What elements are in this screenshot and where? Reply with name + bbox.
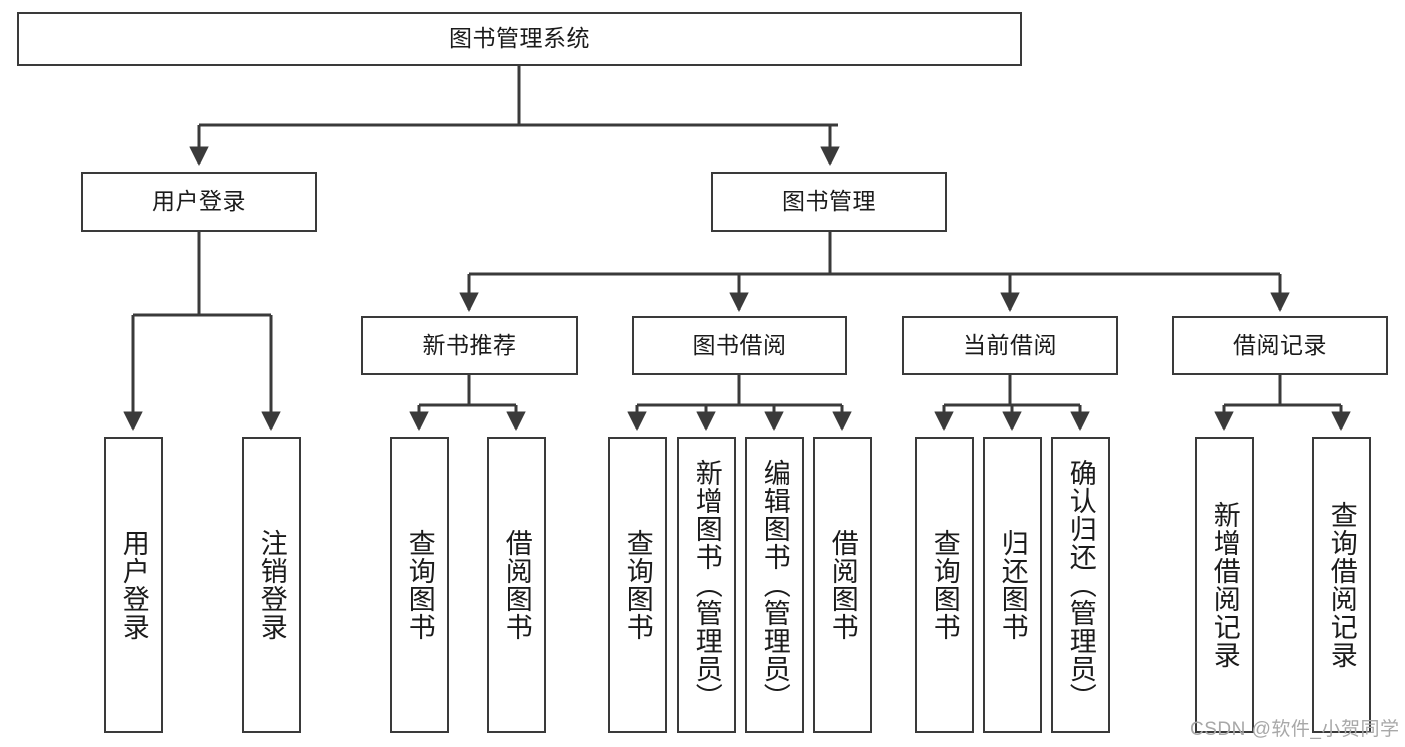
leaf-current-query-book[interactable]: 查询图书 [915,437,974,733]
node-label: 新增图书（管理员） [691,459,722,711]
node-label: 图书借阅 [692,331,787,358]
leaf-borrow-edit-book-admin[interactable]: 编辑图书（管理员） [745,437,804,733]
node-root-library-system[interactable]: 图书管理系统 [17,12,1022,66]
node-book-borrow[interactable]: 图书借阅 [632,316,847,375]
node-label: 确认归还（管理员） [1065,459,1096,711]
node-label: 新增借阅记录 [1209,501,1240,669]
node-label: 借阅图书 [827,529,858,641]
node-label: 编辑图书（管理员） [759,459,790,711]
node-label: 查询图书 [622,529,653,641]
node-label: 借阅记录 [1233,331,1327,358]
leaf-record-add[interactable]: 新增借阅记录 [1195,437,1254,733]
node-label: 图书管理 [782,188,876,215]
node-label: 查询图书 [929,529,960,641]
node-label: 查询图书 [404,529,435,641]
node-user-login[interactable]: 用户登录 [81,172,317,232]
node-label: 新书推荐 [422,331,517,358]
csdn-watermark: CSDN @软件_小贺同学 [1190,719,1400,740]
leaf-borrow-query-book[interactable]: 查询图书 [608,437,667,733]
node-label: 借阅图书 [501,529,532,641]
leaf-user-login-logout[interactable]: 注销登录 [242,437,301,733]
leaf-new-book-query[interactable]: 查询图书 [390,437,449,733]
leaf-borrow-add-book-admin[interactable]: 新增图书（管理员） [677,437,736,733]
node-borrow-record[interactable]: 借阅记录 [1172,316,1388,375]
leaf-current-confirm-return-admin[interactable]: 确认归还（管理员） [1051,437,1110,733]
node-label: 注销登录 [256,529,287,641]
node-current-borrow[interactable]: 当前借阅 [902,316,1118,375]
node-label: 图书管理系统 [449,25,590,52]
node-label: 用户登录 [118,529,149,641]
leaf-current-return-book[interactable]: 归还图书 [983,437,1042,733]
node-label: 当前借阅 [963,331,1057,358]
leaf-record-query[interactable]: 查询借阅记录 [1312,437,1371,733]
leaf-borrow-borrow-book[interactable]: 借阅图书 [813,437,872,733]
node-label: 归还图书 [997,529,1028,641]
node-label: 用户登录 [152,188,246,215]
leaf-user-login-login[interactable]: 用户登录 [104,437,163,733]
node-label: 查询借阅记录 [1326,501,1357,669]
node-book-management[interactable]: 图书管理 [711,172,947,232]
node-new-book-recommend[interactable]: 新书推荐 [361,316,578,375]
leaf-new-book-borrow[interactable]: 借阅图书 [487,437,546,733]
